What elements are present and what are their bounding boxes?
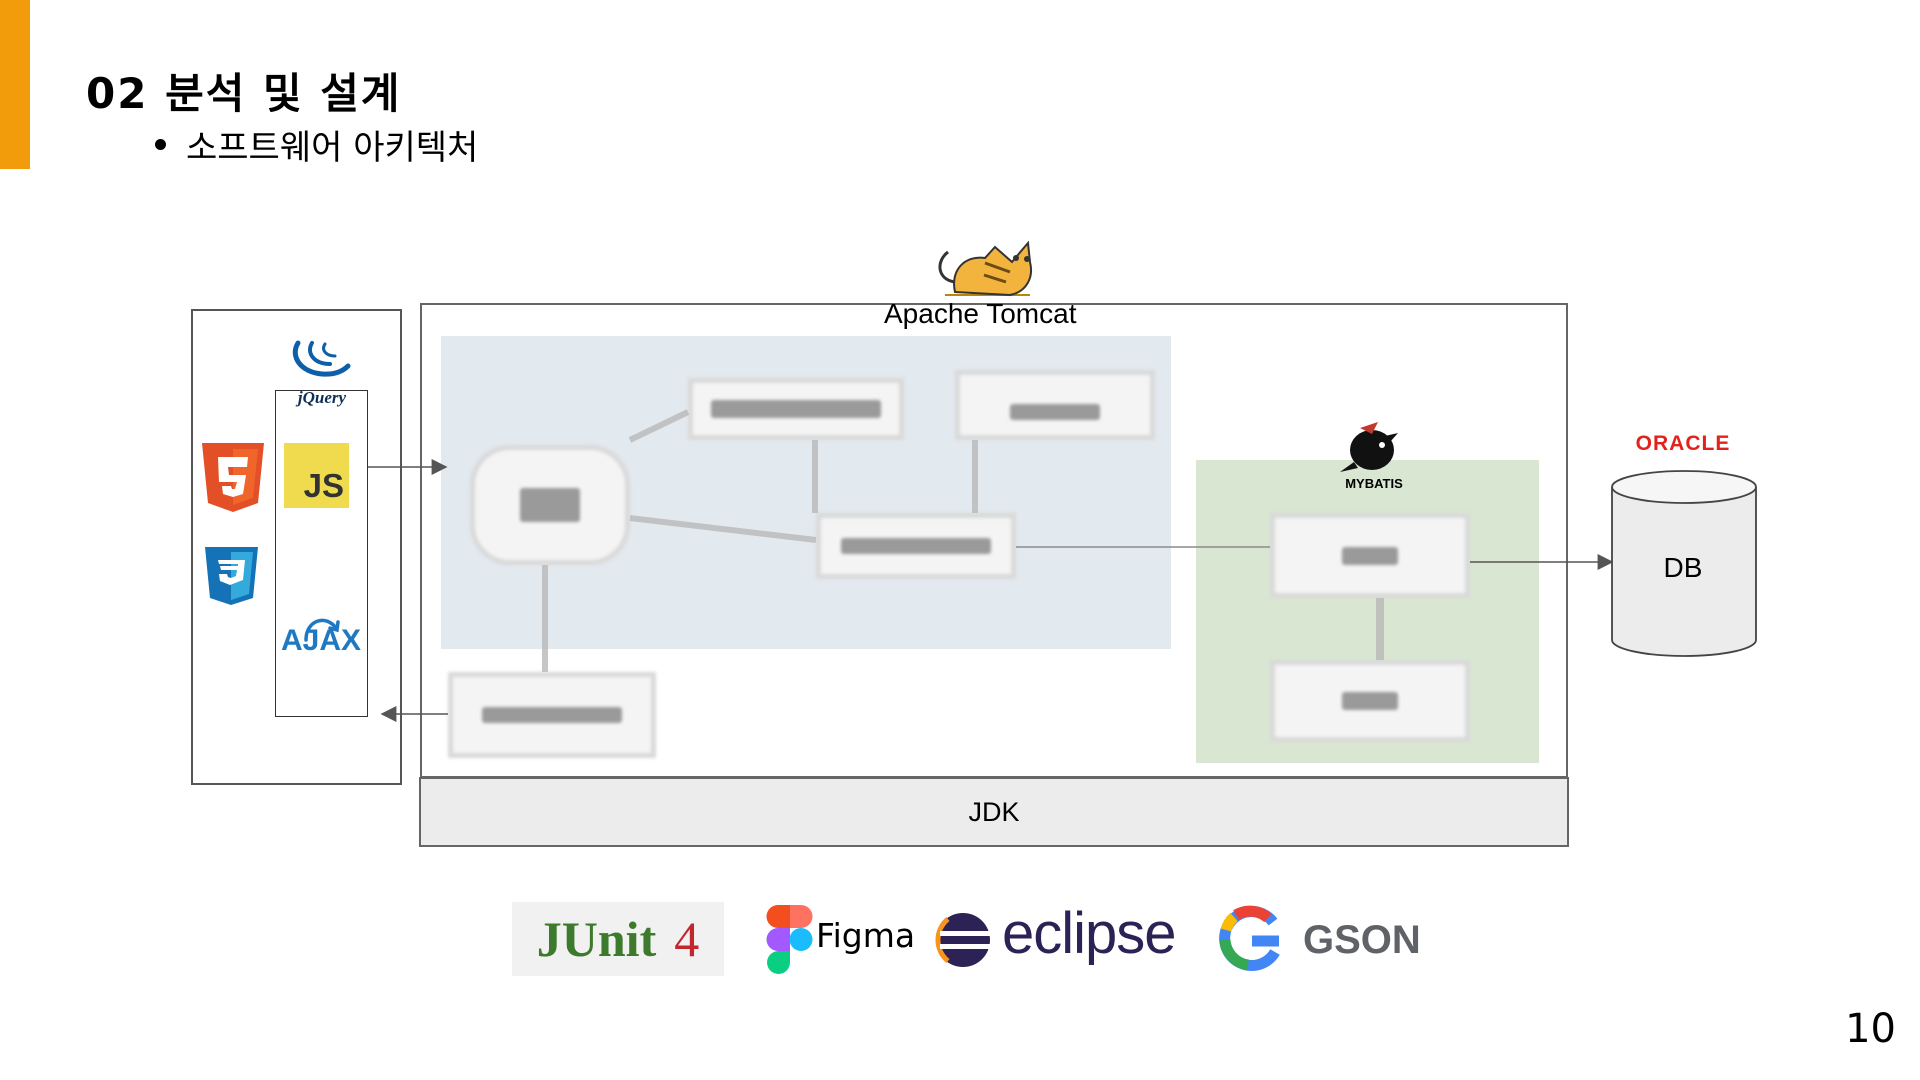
javascript-icon: JS [284,443,349,508]
connector [629,515,817,543]
oracle-label: ORACLE [1635,432,1731,455]
jquery-label: jQuery [297,388,347,407]
blurred-node [470,445,630,565]
tomcat-label: Apache Tomcat [884,298,1077,329]
gson-label: GSON [1303,918,1421,962]
connector [628,409,690,443]
page-number: 10 [1845,1006,1896,1052]
blurred-node [1270,660,1470,742]
jquery-icon [292,340,351,377]
mybatis-label: MYBATIS [1345,476,1403,491]
blurred-node [816,513,1016,579]
blurred-node [448,672,656,758]
database-cylinder [1611,470,1757,657]
ajax-icon [304,618,340,642]
accent-bar [0,0,30,169]
blurred-node [1270,513,1470,598]
bullet-item: 소프트웨어 아키텍처 [155,120,478,169]
db-label: DB [1663,552,1703,583]
google-icon [1219,905,1280,971]
mybatis-icon [1340,422,1398,472]
eclipse-label: eclipse [1002,901,1177,966]
html5-icon [202,443,264,512]
jdk-bar: JDK [419,777,1569,847]
bullet-text: 소프트웨어 아키텍처 [186,128,479,168]
junit-text: JUnit [536,911,657,967]
eclipse-icon [935,913,990,967]
slide-title: 02 분석 및 설계 [86,69,402,118]
ajax-label: AJAX [281,624,362,657]
blurred-node [955,370,1155,440]
junit-logo: JUnit 4 [512,902,724,976]
bullet-dot [155,139,166,150]
tomcat-icon [938,240,1032,297]
figma-label: Figma [816,916,916,955]
js-label: JS [303,467,344,504]
css3-icon [205,547,258,605]
blurred-node [688,378,904,440]
figma-icon [766,905,813,974]
junit-version: 4 [674,911,700,967]
